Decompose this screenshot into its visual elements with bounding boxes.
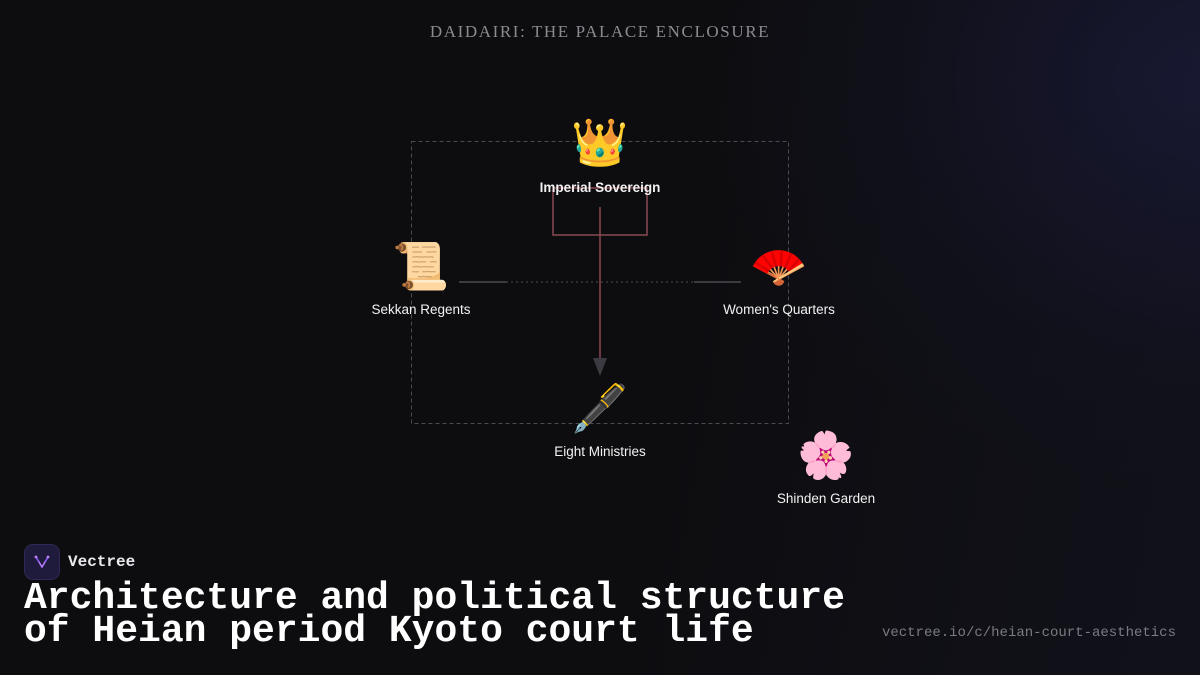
vectree-logo-icon <box>24 544 60 580</box>
scroll-icon: 📜 <box>392 239 450 293</box>
node-label: Sekkan Regents <box>371 302 471 317</box>
node-label: Imperial Sovereign <box>539 180 661 195</box>
crown-icon: 👑 <box>571 115 629 169</box>
node-label: Eight Ministries <box>554 444 646 459</box>
diagram-title: DAIDAIRI: THE PALACE ENCLOSURE <box>429 22 771 41</box>
node-womens-quarters: 🪭 Women's Quarters <box>679 240 879 317</box>
node-eight-ministries: 🖋️ Eight Ministries <box>500 382 700 459</box>
node-label: Women's Quarters <box>723 302 835 317</box>
palace-enclosure <box>411 141 789 424</box>
fountain-pen-icon: 🖋️ <box>571 381 629 435</box>
arrowhead-icon <box>593 358 607 376</box>
brand: Vectree <box>24 544 135 580</box>
node-sekkan-regents: 📜 Sekkan Regents <box>321 240 521 317</box>
node-label: Shinden Garden <box>776 491 876 506</box>
brand-name: Vectree <box>68 553 136 571</box>
source-url[interactable]: vectree.io/c/heian-court-aesthetics <box>881 625 1176 641</box>
node-imperial-sovereign: 👑 Imperial Sovereign <box>500 116 700 195</box>
fan-icon: 🪭 <box>750 239 808 293</box>
cherry-blossom-icon: 🌸 <box>797 428 855 482</box>
node-shinden-garden: 🌸 Shinden Garden <box>726 429 926 506</box>
headline: Architecture and political structure of … <box>24 577 845 653</box>
